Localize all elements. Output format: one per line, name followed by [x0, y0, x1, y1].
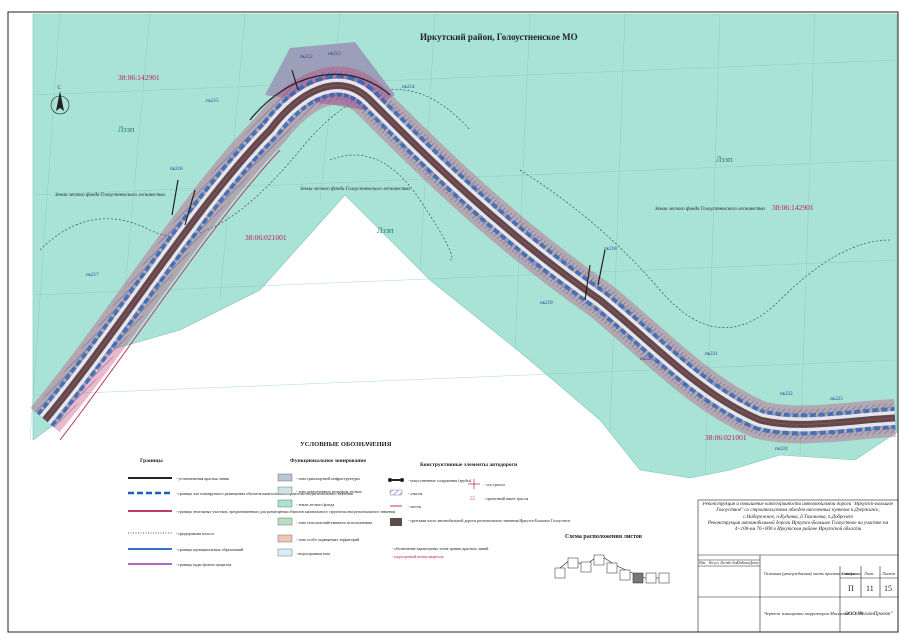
legend-col1-title: Границы — [140, 458, 163, 464]
title-header: Изм. — [698, 561, 706, 565]
legend-item: - мосты — [408, 504, 421, 509]
sheets-value: 15 — [884, 584, 892, 593]
cadastral-label: 38:06:021001 — [705, 433, 747, 442]
svg-text:С: С — [58, 86, 62, 91]
legend-item: - граница кадастрового квартала — [176, 562, 231, 567]
legend-item: - откосы — [408, 491, 423, 496]
legend-item: - придорожная полоса — [176, 531, 214, 536]
legend-item: - граница земельных участков, предназнач… — [176, 509, 395, 515]
cadastral-label: 38:06:142901 — [118, 73, 160, 82]
project-name: Реконструкция и повышение категорийности… — [702, 502, 894, 533]
picket-label: пк215 — [206, 99, 219, 104]
legend-item: - зона сельскохозяйственного использован… — [296, 520, 372, 525]
axis-symbol-icon — [468, 479, 480, 489]
legend-item: - граница муниципальных образований — [176, 547, 244, 552]
legend-item: - зона особо охраняемых территорий — [296, 537, 360, 542]
forest-lands-label: Земли лесного фонда Голоустненского лесн… — [655, 207, 765, 212]
forest-code-label: Лзэп — [118, 125, 135, 134]
svg-text:55: 55 — [470, 497, 476, 502]
forest-lands-label: Земли лесного фонда Голоустненского лесн… — [300, 187, 410, 192]
picket-label: пк214 — [402, 85, 415, 90]
title-header: Лист — [719, 561, 729, 565]
legend: УСЛОВНЫЕ ОБОЗНАЧЕНИЯ Границы Функциональ… — [128, 441, 570, 567]
title-header: Кол.уч — [708, 561, 719, 565]
road-corridor — [30, 66, 896, 444]
legend-item: - зона пересеченных рельефом лесных — [296, 489, 362, 494]
forest-lands-label: Земли лесного фонда Голоустненского лесн… — [55, 193, 165, 198]
legend-col3-title: Конструктивные элементы автодороги — [420, 462, 518, 468]
legend-item: - ось трассы — [484, 482, 505, 487]
picket-label: пк221 — [705, 352, 718, 357]
picket-label: пк213 — [328, 52, 341, 57]
legend-col2-title: Функциональное зонирование — [290, 458, 367, 464]
company-name: ООО "РегионПроект" — [845, 612, 893, 617]
sheet-layout-scheme: Схема расположения листов — [554, 534, 670, 584]
legend-footnote: - обозначение характерных точек границ к… — [392, 546, 489, 551]
legend-item: - граница зон планируемого размещения об… — [176, 491, 353, 496]
picket-label: пк218 — [604, 247, 617, 252]
picket-label: пк220 — [640, 357, 653, 362]
title-header: Подпись — [736, 561, 750, 565]
picket-label: пк217 — [86, 273, 99, 278]
scheme-title: Схема расположения листов — [565, 534, 643, 540]
legend-item: - установленная красная линия — [176, 476, 229, 481]
legend-title: УСЛОВНЫЕ ОБОЗНАЧЕНИЯ — [300, 441, 392, 448]
forest-code-label: Лзэп — [377, 226, 394, 235]
title-header: № док — [727, 561, 738, 565]
legend-item: - водоохранная зона — [296, 551, 330, 556]
map-title: Иркутский район, Голоустненское МО — [420, 32, 578, 42]
drawing-name: Чертеж планировки территории Масштаб 1:2… — [764, 611, 864, 616]
forest-code-label: Лзэп — [716, 155, 733, 164]
picket-label: пк222 — [780, 392, 793, 397]
sheet-label: Лист — [863, 571, 873, 576]
picket-label: пк216 — [170, 167, 183, 172]
picket-label: пк212 — [300, 55, 313, 60]
drawing-part: Основная (утверждаемая) часть проекта пл… — [764, 571, 861, 576]
legend-footnote: - кадастровый номер квартала — [392, 554, 444, 559]
title-block — [697, 499, 899, 633]
road-axis — [44, 85, 896, 425]
picket-labels: пк212 пк213 пк214 пк215 пк216 пк217 пк21… — [86, 52, 843, 452]
cadastral-label: 38:06:021001 — [245, 233, 287, 242]
stage-value: П — [848, 584, 854, 593]
pipe-symbol-icon — [388, 478, 404, 482]
legend-item: - искусственные сооружения (трубы) — [408, 478, 472, 483]
stage-label: Стадия — [842, 571, 856, 576]
legend-item: - проезжая часть автомобильной дороги ре… — [408, 518, 570, 523]
north-arrow: С — [50, 86, 70, 115]
forest-lot-boundaries — [39, 89, 891, 328]
legend-item: - зона транспортной инфраструктуры — [296, 476, 360, 481]
sheets-label: Листов — [881, 571, 895, 576]
cadastral-label: 38:06:142901 — [772, 203, 814, 212]
legend-item: - проектный пикет трассы — [484, 496, 529, 501]
title-header: Дата — [749, 561, 759, 565]
north-arrow-icon — [56, 91, 64, 111]
legend-item: - земли лесного фонда — [296, 502, 334, 507]
picket-label: пк223 — [830, 397, 843, 402]
picket-label: пк219 — [540, 301, 553, 306]
culvert-markers — [171, 69, 606, 301]
picket-label: пк224 — [775, 447, 788, 452]
sheet-value: 11 — [866, 584, 874, 593]
